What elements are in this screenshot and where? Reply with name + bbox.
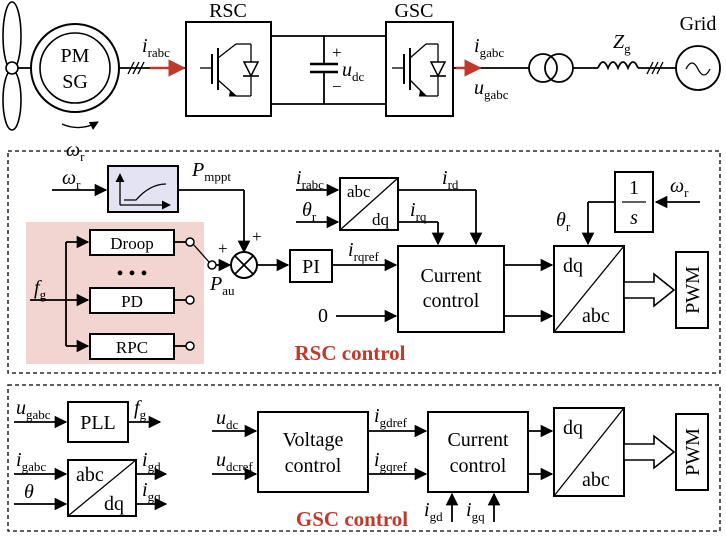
- theta-r-control-label: θr: [302, 199, 317, 224]
- i-gqref-label: igqref: [374, 449, 408, 474]
- gsc-current-control-block: [427, 411, 529, 493]
- selector-switch-icon: [174, 237, 232, 351]
- i-gdref-label: igdref: [374, 405, 408, 430]
- gsc-current-control-line1: Current: [447, 429, 509, 451]
- rsc-pwm-label: PWM: [682, 266, 704, 314]
- rsc-control-title: RSC control: [294, 341, 405, 365]
- pi-block: [289, 249, 333, 283]
- f-g-gsc-label: fg: [134, 397, 147, 422]
- rotation-arrow-icon: [61, 121, 99, 130]
- integrator-den: s: [630, 207, 638, 229]
- wind-turbine-icon: [2, 1, 30, 131]
- i-rq-label: irq: [410, 199, 427, 224]
- z-g-label: Zg: [613, 31, 631, 56]
- mppt-curve-icon: [115, 173, 171, 210]
- theta-gsc-label: θ: [24, 481, 34, 503]
- three-phase-slash-icon: [127, 61, 145, 75]
- u-gabc-power-label: ugabc: [474, 77, 509, 102]
- rsc-abc-label: abc: [582, 305, 610, 327]
- u-dc-power-label: udc: [342, 59, 365, 84]
- dots-label: • • •: [116, 263, 147, 285]
- pll-label: PLL: [80, 412, 116, 434]
- droop-block: [89, 229, 175, 256]
- u-dcref-label: udcref: [216, 449, 253, 474]
- gsc-current-control-line2: control: [450, 455, 507, 477]
- dc-capacitor-icon: [310, 36, 338, 104]
- rsc-control-frame: [7, 150, 721, 374]
- droop-label: Droop: [110, 234, 153, 253]
- rsc-converter-box: [185, 21, 272, 117]
- plus-sign-left: +: [218, 239, 228, 258]
- pll-block: [67, 401, 129, 443]
- dc-minus: −: [332, 77, 342, 96]
- theta-r-integrator-label: θr: [556, 209, 571, 234]
- i-gabc-control-label: igabc: [16, 449, 46, 474]
- transformer-icon: [528, 53, 574, 83]
- rsc-current-control-block: [397, 245, 505, 333]
- pmsg-label-top: PM: [61, 45, 90, 67]
- p-au-label: Pau: [209, 273, 235, 298]
- omega-r-integrator-label: ωr: [670, 175, 689, 200]
- igbt-icon: [392, 43, 447, 97]
- gsc-dq-label: dq: [104, 493, 124, 515]
- gsc-control-frame: [7, 384, 721, 532]
- voltage-control-block: [257, 411, 369, 493]
- grid-source-icon: [675, 45, 721, 91]
- p-mppt-label: Pmppt: [191, 159, 231, 184]
- gsc-abc-label: abc: [76, 464, 104, 486]
- rpc-label: RPC: [116, 338, 148, 357]
- integrator-num: 1: [629, 177, 639, 199]
- voltage-control-line2: control: [285, 455, 342, 477]
- i-rd-label: ird: [442, 167, 459, 192]
- i-gabc-power-label: igabc: [474, 35, 504, 60]
- pd-block: [89, 287, 175, 314]
- pd-label: PD: [121, 292, 143, 311]
- dq-label: dq: [372, 210, 390, 229]
- rsc-label: RSC: [209, 0, 247, 22]
- u-dc-control-label: udc: [216, 407, 239, 432]
- f-g-rsc-label: fg: [34, 277, 47, 302]
- power-circuit: PM SG ωr irabc RSC: [2, 0, 721, 164]
- pmsg-generator: PM SG: [30, 23, 120, 113]
- gsc-control-panel: ugabc PLL fg igabc θ abc dq igd igq udc …: [7, 384, 721, 532]
- i-gd-in-label: igd: [424, 499, 443, 524]
- pmsg-label-bottom: SG: [62, 71, 88, 93]
- rsc-pwm-arrow-icon: [623, 272, 676, 308]
- summing-junction-icon: [230, 251, 258, 279]
- i-rabc-power-label: irabc: [142, 35, 170, 60]
- dc-plus: +: [332, 43, 342, 62]
- u-gabc-control-label: ugabc: [16, 397, 51, 422]
- zero-input-label: 0: [318, 305, 328, 327]
- i-gd-out-label: igd: [142, 449, 161, 474]
- omega-r-input-label: ωr: [62, 167, 81, 192]
- gsc-label: GSC: [395, 0, 434, 22]
- pi-label: PI: [302, 256, 320, 278]
- grid-label: Grid: [680, 13, 717, 35]
- gsc-control-title: GSC control: [296, 507, 408, 531]
- rsc-dq-label: dq: [563, 255, 583, 277]
- gsc-dq2-label: dq: [563, 417, 583, 439]
- gsc-pwm-label: PWM: [682, 428, 704, 476]
- gsc-abc2-label: abc: [582, 469, 610, 491]
- gsc-pwm-block: [675, 413, 709, 491]
- abc-label: abc: [347, 182, 371, 201]
- rsc-current-control-line2: control: [423, 290, 480, 312]
- i-rqref-label: irqref: [348, 239, 379, 264]
- voltage-control-line1: Voltage: [283, 429, 344, 451]
- gsc-converter-box: [385, 21, 454, 117]
- plus-sign-top: +: [252, 227, 262, 246]
- rsc-control-panel: ωr Pmppt + fg Droop • • • PD RPC: [7, 150, 721, 374]
- rsc-pwm-block: [675, 251, 709, 329]
- omega-r-rotor-label: ωr: [66, 139, 85, 164]
- i-gq-out-label: igq: [142, 479, 161, 504]
- rsc-current-control-line1: Current: [420, 265, 482, 287]
- i-rabc-control-label: irabc: [296, 167, 324, 192]
- i-gq-in-label: igq: [466, 499, 485, 524]
- gsc-pwm-arrow-icon: [623, 434, 676, 470]
- three-phase-slash-icon: [646, 61, 664, 75]
- igbt-icon: [200, 43, 260, 97]
- grid-impedance-icon: [597, 61, 639, 71]
